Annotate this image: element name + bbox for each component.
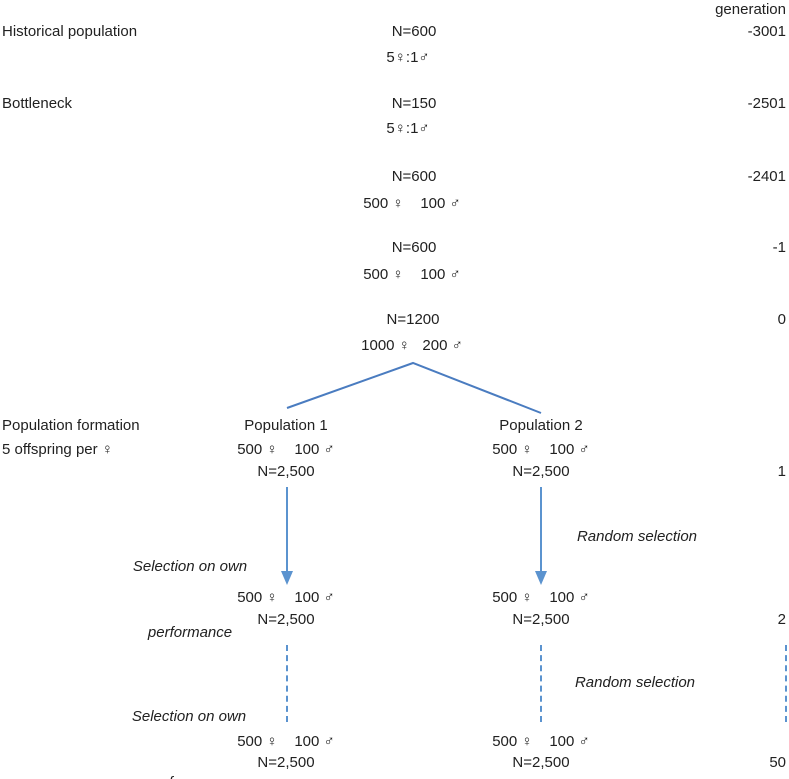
- gen50-pop2-n-value: N=2,500: [512, 754, 570, 771]
- gen50-pop1-n-value: N=2,500: [257, 754, 315, 771]
- expansion-n-value: N=1200: [386, 311, 440, 328]
- generation-column-header: generation: [715, 1, 786, 18]
- population1-name: Population 1: [244, 417, 328, 434]
- historical-population-label: Historical population: [2, 23, 138, 40]
- gen2-pop2-sex-composition: 500 ♀ 100 ♂: [492, 589, 590, 606]
- generation-continuation-dashed-line: [785, 645, 787, 722]
- preformation-n-value: N=600: [391, 239, 437, 256]
- gen2-pop1-sex-composition: 500 ♀ 100 ♂: [237, 589, 335, 606]
- gen2-pop1-n-value: N=2,500: [257, 611, 315, 628]
- pop2-continuation-dashed-line: [540, 645, 542, 722]
- arrow-head-icon: [535, 571, 547, 585]
- offspring-per-female-label: 5 offspring per ♀: [2, 441, 114, 458]
- gen2-generation: 2: [777, 611, 786, 628]
- historical-sex-ratio: 5♀:1♂: [386, 49, 430, 66]
- pop1-selection-line1: Selection on own: [131, 708, 247, 725]
- formation-generation: 1: [777, 463, 786, 480]
- recovery-sex-composition: 500 ♀ 100 ♂: [363, 195, 461, 212]
- pop1-selection-label: Selection on own performance: [133, 512, 247, 688]
- pop1-selection-arrow: [281, 487, 293, 585]
- bottleneck-generation: -2501: [747, 95, 786, 112]
- gen50-pop2-sex-composition: 500 ♀ 100 ♂: [492, 733, 590, 750]
- pop2-selection-label-repeat: Random selection: [574, 674, 696, 691]
- population2-name: Population 2: [499, 417, 583, 434]
- population2-sex-composition: 500 ♀ 100 ♂: [492, 441, 590, 458]
- population-formation-label: Population formation: [2, 417, 140, 434]
- gen50-generation: 50: [769, 754, 786, 771]
- bottleneck-label: Bottleneck: [2, 95, 73, 112]
- preformation-generation: -1: [772, 239, 786, 256]
- pop2-selection-label: Random selection: [576, 528, 698, 545]
- recovery-n-value: N=600: [391, 168, 437, 185]
- historical-n-value: N=600: [391, 23, 437, 40]
- bottleneck-sex-ratio: 5♀:1♂: [386, 120, 430, 137]
- population1-sex-composition: 500 ♀ 100 ♂: [237, 441, 335, 458]
- bottleneck-n-value: N=150: [391, 95, 437, 112]
- preformation-sex-composition: 500 ♀ 100 ♂: [363, 266, 461, 283]
- expansion-sex-composition: 1000 ♀ 200 ♂: [361, 337, 463, 354]
- population-split-connector: [286, 361, 542, 414]
- pop1-selection-line2: performance: [132, 772, 246, 779]
- gen50-pop1-sex-composition: 500 ♀ 100 ♂: [237, 733, 335, 750]
- expansion-generation: 0: [777, 311, 786, 328]
- split-line: [286, 361, 542, 414]
- recovery-generation: -2401: [747, 168, 786, 185]
- pop1-selection-label-repeat: Selection on own performance: [132, 662, 246, 779]
- population1-n-value: N=2,500: [257, 463, 315, 480]
- population2-n-value: N=2,500: [512, 463, 570, 480]
- gen2-pop2-n-value: N=2,500: [512, 611, 570, 628]
- pop2-selection-arrow: [535, 487, 547, 585]
- historical-generation: -3001: [747, 23, 786, 40]
- pop1-continuation-dashed-line: [286, 645, 288, 722]
- pop1-selection-line1: Selection on own: [132, 558, 248, 575]
- pop1-selection-line2: performance: [147, 624, 233, 641]
- arrow-head-icon: [281, 571, 293, 585]
